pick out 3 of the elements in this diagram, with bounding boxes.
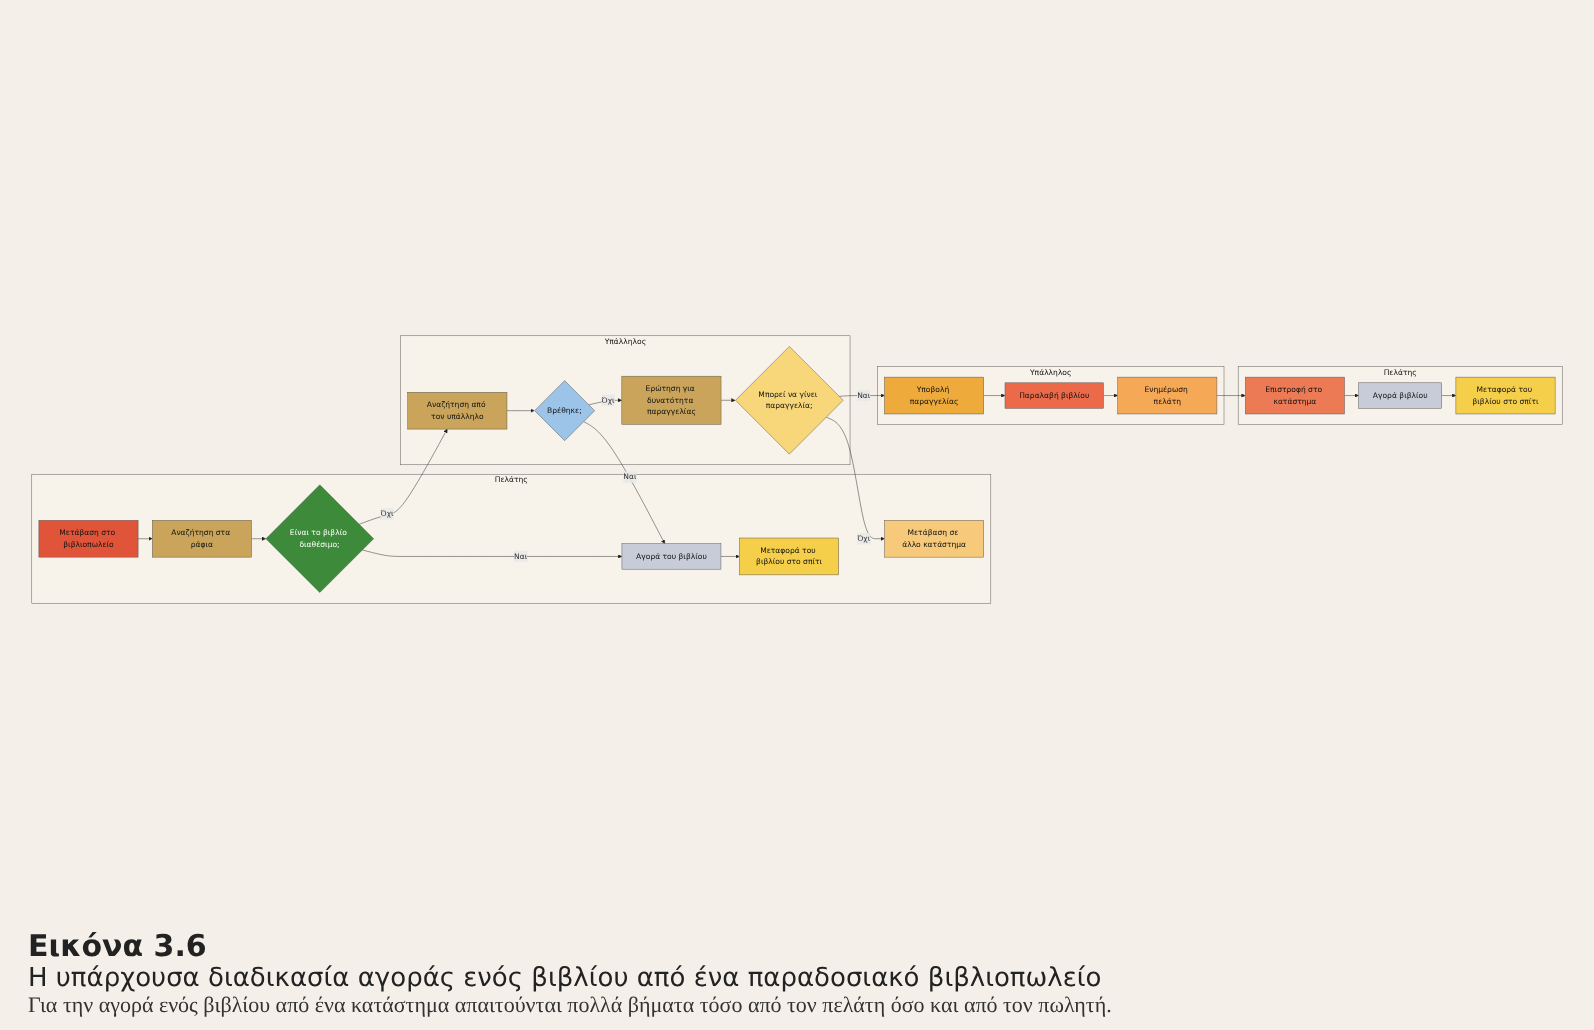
figure-title: Εικόνα 3.6 bbox=[28, 928, 209, 964]
note-text: Για την αγορά ενός βιβλίου από ένα κατάστημα απαιτούνται πολλά βήματα τόσο από τον πελάτη όσο και από τον πωλητή. bbox=[28, 994, 1114, 1018]
figure-caption: Η υπάρχουσα διαδικασία αγοράς ενός βιβλίου από ένα παραδοσιακό βιβλιοπωλείο bbox=[28, 964, 1104, 994]
